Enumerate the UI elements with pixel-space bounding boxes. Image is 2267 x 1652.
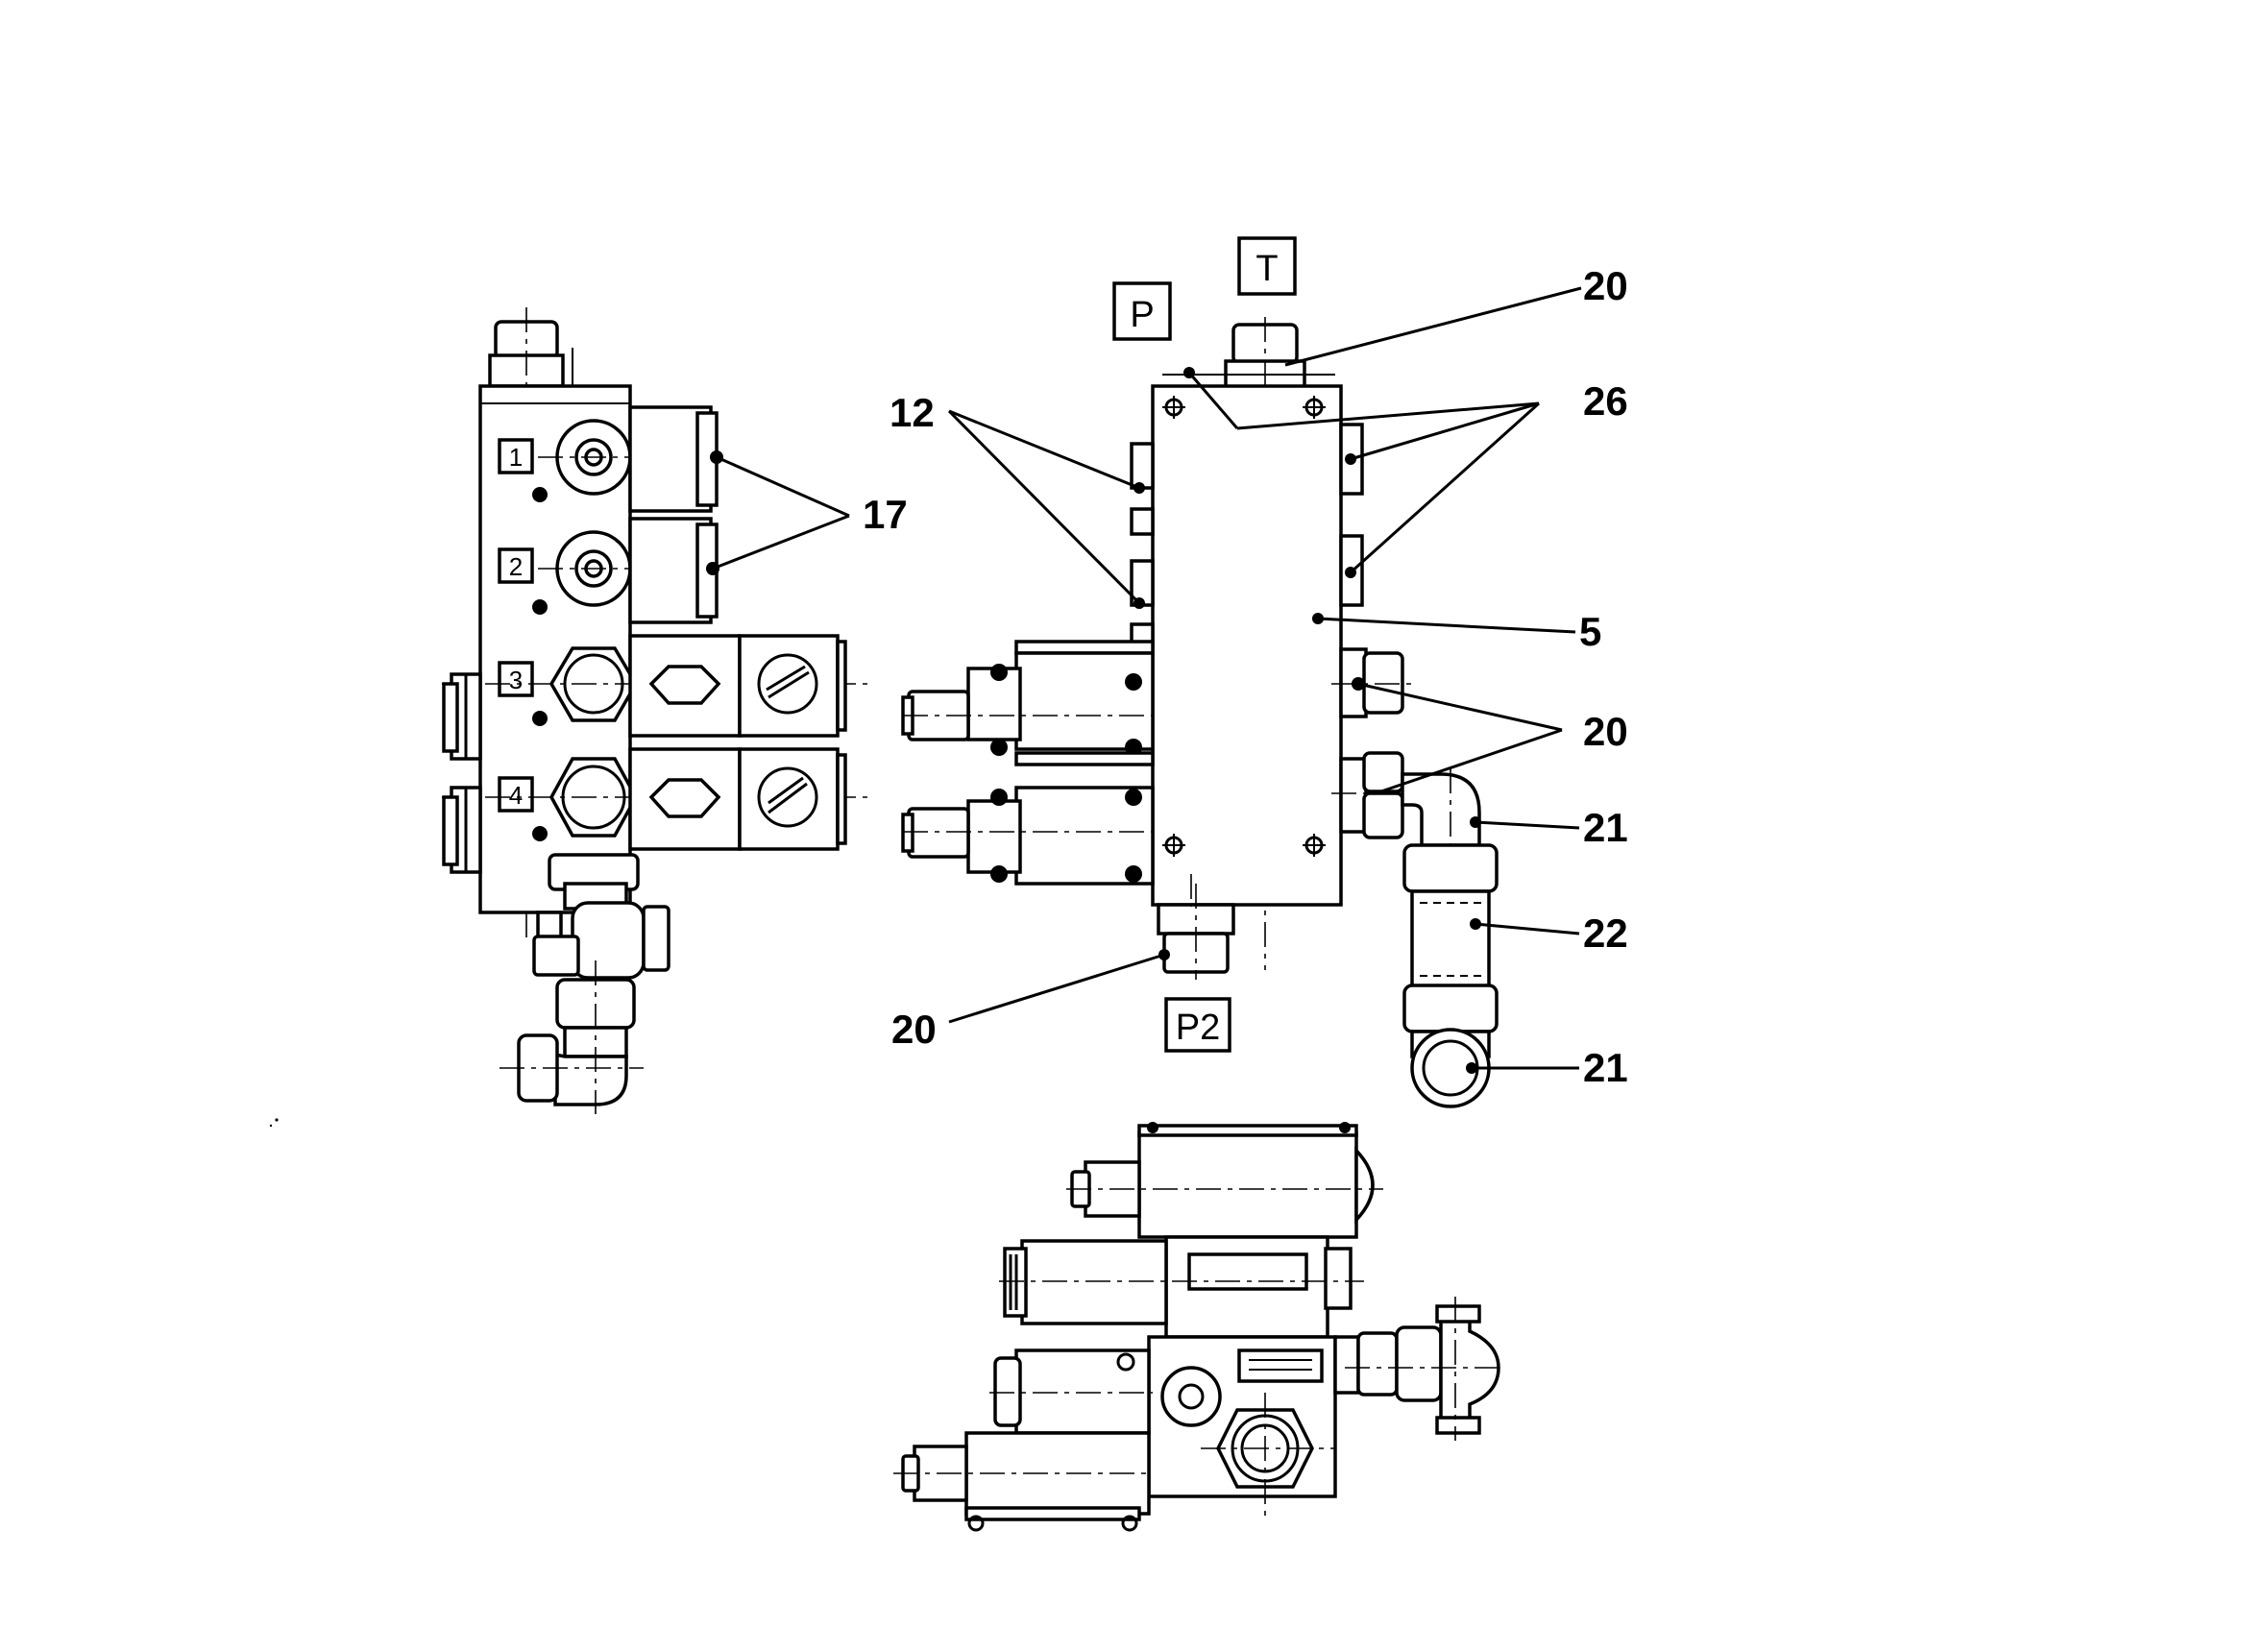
position-label-4: 4 [509, 781, 523, 810]
callout-12: 12 [890, 390, 935, 435]
callout-20-mid: 20 [1583, 709, 1628, 754]
callout-21-bottom: 21 [1583, 1045, 1628, 1090]
callout-22: 22 [1583, 911, 1628, 956]
port-label-p2: P2 [1176, 1008, 1220, 1048]
top-view-assembly [893, 1122, 1500, 1532]
callout-20-top: 20 [1583, 263, 1628, 308]
left-solenoid-upper [1014, 651, 1155, 751]
callout-17: 17 [863, 492, 908, 537]
front-view-manifold: T P [901, 236, 1582, 1108]
port-label-t: T [1255, 249, 1278, 289]
top-valve-body [1137, 1131, 1358, 1239]
port-label-p: P [1130, 295, 1154, 335]
position-label-3: 3 [509, 666, 523, 694]
callout-20-bottom: 20 [891, 1007, 937, 1052]
port-box-p2 [1164, 997, 1231, 1053]
position-label-1: 1 [509, 443, 523, 472]
side-view-valve-stack: 1 2 3 4 [442, 307, 874, 1114]
position-box-4 [498, 776, 534, 813]
callout-21-top: 21 [1583, 805, 1628, 850]
callout-5: 5 [1579, 609, 1601, 654]
position-label-2: 2 [509, 552, 523, 581]
manifold-body [1151, 384, 1343, 907]
position-box-2 [498, 547, 534, 584]
position-box-3 [498, 661, 534, 697]
port-box-p [1112, 281, 1172, 341]
callout-26: 26 [1583, 378, 1628, 424]
port-box-t [1237, 236, 1297, 296]
position-box-1 [498, 438, 534, 474]
